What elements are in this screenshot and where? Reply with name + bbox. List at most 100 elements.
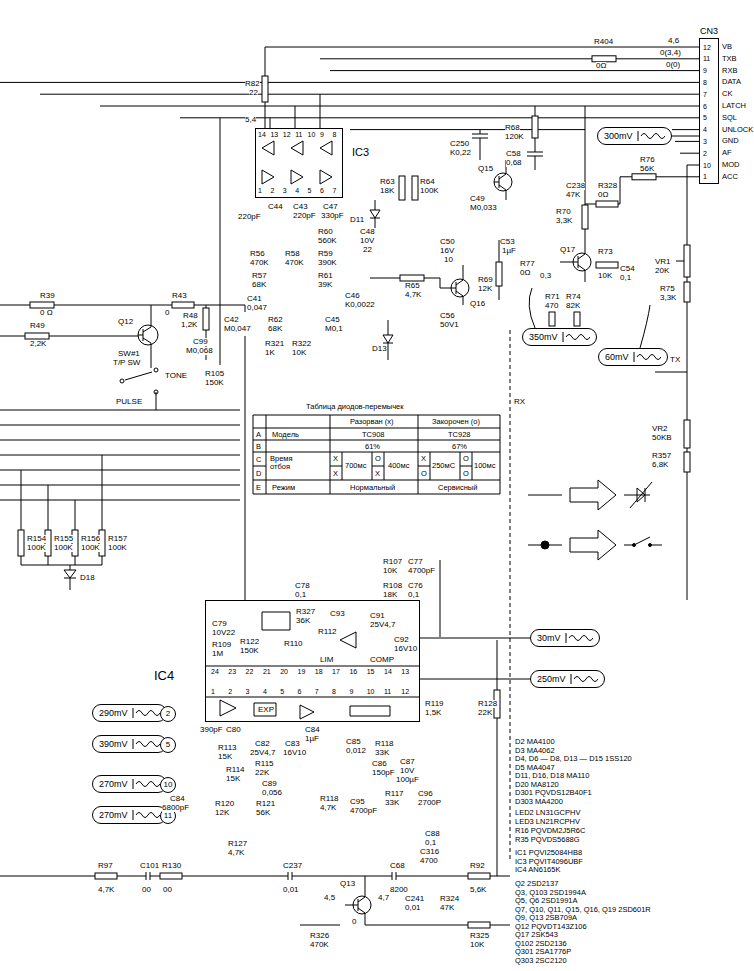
chip-name: IC3 bbox=[352, 147, 369, 158]
transistor-leads bbox=[560, 106, 585, 282]
component-label: R118 bbox=[320, 795, 339, 803]
waveform-callout: 390mV bbox=[92, 735, 167, 753]
component-label: 150K bbox=[240, 647, 259, 655]
block-label: EXP bbox=[258, 706, 274, 714]
parts-list-entry: LED2 LN31GCPHV bbox=[515, 809, 580, 817]
component-label: C53 bbox=[500, 238, 515, 246]
pin-number: 11 bbox=[703, 55, 710, 62]
pin-number: 5 bbox=[280, 688, 284, 695]
component-label: R120 bbox=[215, 800, 234, 808]
component-label: Q12 bbox=[118, 318, 133, 326]
component-label: C316 bbox=[420, 848, 439, 856]
waveform-trace bbox=[133, 739, 160, 749]
table-cell: X bbox=[333, 455, 338, 463]
wire bbox=[585, 165, 687, 600]
signal-name: TXB bbox=[722, 55, 737, 63]
resistor-symbol bbox=[549, 312, 555, 326]
component-label: C48 bbox=[360, 228, 375, 236]
component-label: 1µF bbox=[305, 735, 319, 743]
component-label: 8200 bbox=[390, 886, 408, 894]
resistor-symbol bbox=[582, 205, 588, 229]
component-label: 470K bbox=[310, 941, 329, 949]
parts-list-entry: D11, D16, D18 MA110 bbox=[515, 772, 589, 780]
leader-line bbox=[420, 638, 530, 639]
component-label: R328 bbox=[598, 182, 617, 190]
resistor-symbol bbox=[496, 262, 502, 286]
component-label: R74 bbox=[566, 293, 581, 301]
component-label: R107 bbox=[383, 558, 402, 566]
component-label: PULSE bbox=[116, 398, 142, 406]
signal-name: GND bbox=[722, 137, 739, 145]
switch-contact bbox=[120, 379, 124, 383]
signal-name: SQL bbox=[722, 114, 737, 122]
pin-number: 5 bbox=[703, 114, 707, 121]
callout-number-text: 2 bbox=[166, 710, 170, 718]
callout-number: 10 bbox=[160, 777, 176, 793]
component-label: Q13 bbox=[340, 880, 355, 888]
pin-number: 5 bbox=[308, 187, 312, 194]
component-label: R58 bbox=[285, 250, 300, 258]
resistor-symbol bbox=[99, 530, 105, 556]
component-label: R114 bbox=[226, 766, 245, 774]
pin-number: 11 bbox=[384, 688, 391, 695]
wire bbox=[0, 872, 510, 925]
parts-list-entry: Q9, Q13 2SB709A bbox=[515, 914, 577, 922]
component-label: 10V22 bbox=[212, 629, 235, 637]
component-label: R128 bbox=[478, 700, 497, 708]
component-label: D11 bbox=[350, 216, 364, 224]
component-label: 16V10 bbox=[283, 749, 306, 757]
component-label: 330pF bbox=[321, 212, 344, 220]
component-label: C80 bbox=[226, 726, 241, 734]
voltage-label: 0(0) bbox=[666, 61, 680, 69]
component-label: 6800pF bbox=[162, 804, 189, 812]
wire bbox=[0, 410, 240, 590]
parts-list-entry: Q3, Q103 2SD1994A bbox=[515, 889, 586, 897]
component-label: 100K bbox=[420, 187, 439, 195]
component-label: 0Ω bbox=[520, 269, 530, 277]
component-label: R65 bbox=[405, 282, 420, 290]
component-label: 100K bbox=[108, 544, 127, 552]
component-label: K0,22 bbox=[450, 149, 471, 157]
waveform-trace bbox=[634, 352, 661, 362]
table-cell: X bbox=[421, 455, 426, 463]
waveform-symbol bbox=[637, 131, 665, 141]
component-label: 3,3K bbox=[660, 294, 676, 302]
component-label: 22 bbox=[363, 246, 372, 254]
resistor-symbol bbox=[592, 56, 616, 62]
component-label: 470K bbox=[285, 259, 304, 267]
component-label: C85 bbox=[346, 738, 361, 746]
chip-name: IC4 bbox=[154, 669, 174, 682]
parts-list-entry: D4, D6 — D8, D13 — D15 1SS120 bbox=[515, 755, 632, 763]
component-label: 0,1 bbox=[295, 591, 306, 599]
resistor-symbol bbox=[468, 873, 490, 879]
component-label: 4,7K bbox=[228, 849, 244, 857]
component-label: 10K bbox=[383, 567, 397, 575]
component-label: 50V1 bbox=[440, 321, 459, 329]
component-label: 390K bbox=[318, 259, 337, 267]
table-cell: 700мс bbox=[345, 462, 366, 470]
pin-number: 6 bbox=[703, 103, 707, 110]
table-cell: Разорван (x) bbox=[350, 418, 394, 426]
component-label: 82K bbox=[566, 302, 580, 310]
component-label: M0,047 bbox=[224, 325, 251, 333]
legend-illustration bbox=[528, 480, 662, 560]
component-label: 15K bbox=[218, 753, 232, 761]
table-cell: X bbox=[333, 470, 338, 478]
component-label: 33K bbox=[385, 799, 399, 807]
component-label: C45 bbox=[325, 316, 340, 324]
block-label: COMP bbox=[370, 656, 394, 664]
waveform-amplitude: 270mV bbox=[99, 780, 128, 789]
component-label: 0,01 bbox=[283, 886, 299, 894]
signal-name: RX bbox=[514, 398, 525, 406]
component-label: C46 bbox=[345, 292, 360, 300]
parts-list-entry: D2 MA4100 bbox=[515, 738, 555, 746]
waveform-callout: 270mV bbox=[92, 775, 167, 793]
component-label: R43 bbox=[172, 292, 187, 300]
component-label: 00 bbox=[163, 886, 172, 894]
component-label: 39K bbox=[318, 281, 332, 289]
component-label: R73 bbox=[598, 248, 613, 256]
component-label: 15K bbox=[226, 775, 240, 783]
waveform-amplitude: 390mV bbox=[99, 740, 128, 749]
component-label: R75 bbox=[660, 285, 675, 293]
parts-list-entry: Q7, Q10, Q11, Q15, Q16, Q19 2SD601R bbox=[515, 906, 651, 914]
